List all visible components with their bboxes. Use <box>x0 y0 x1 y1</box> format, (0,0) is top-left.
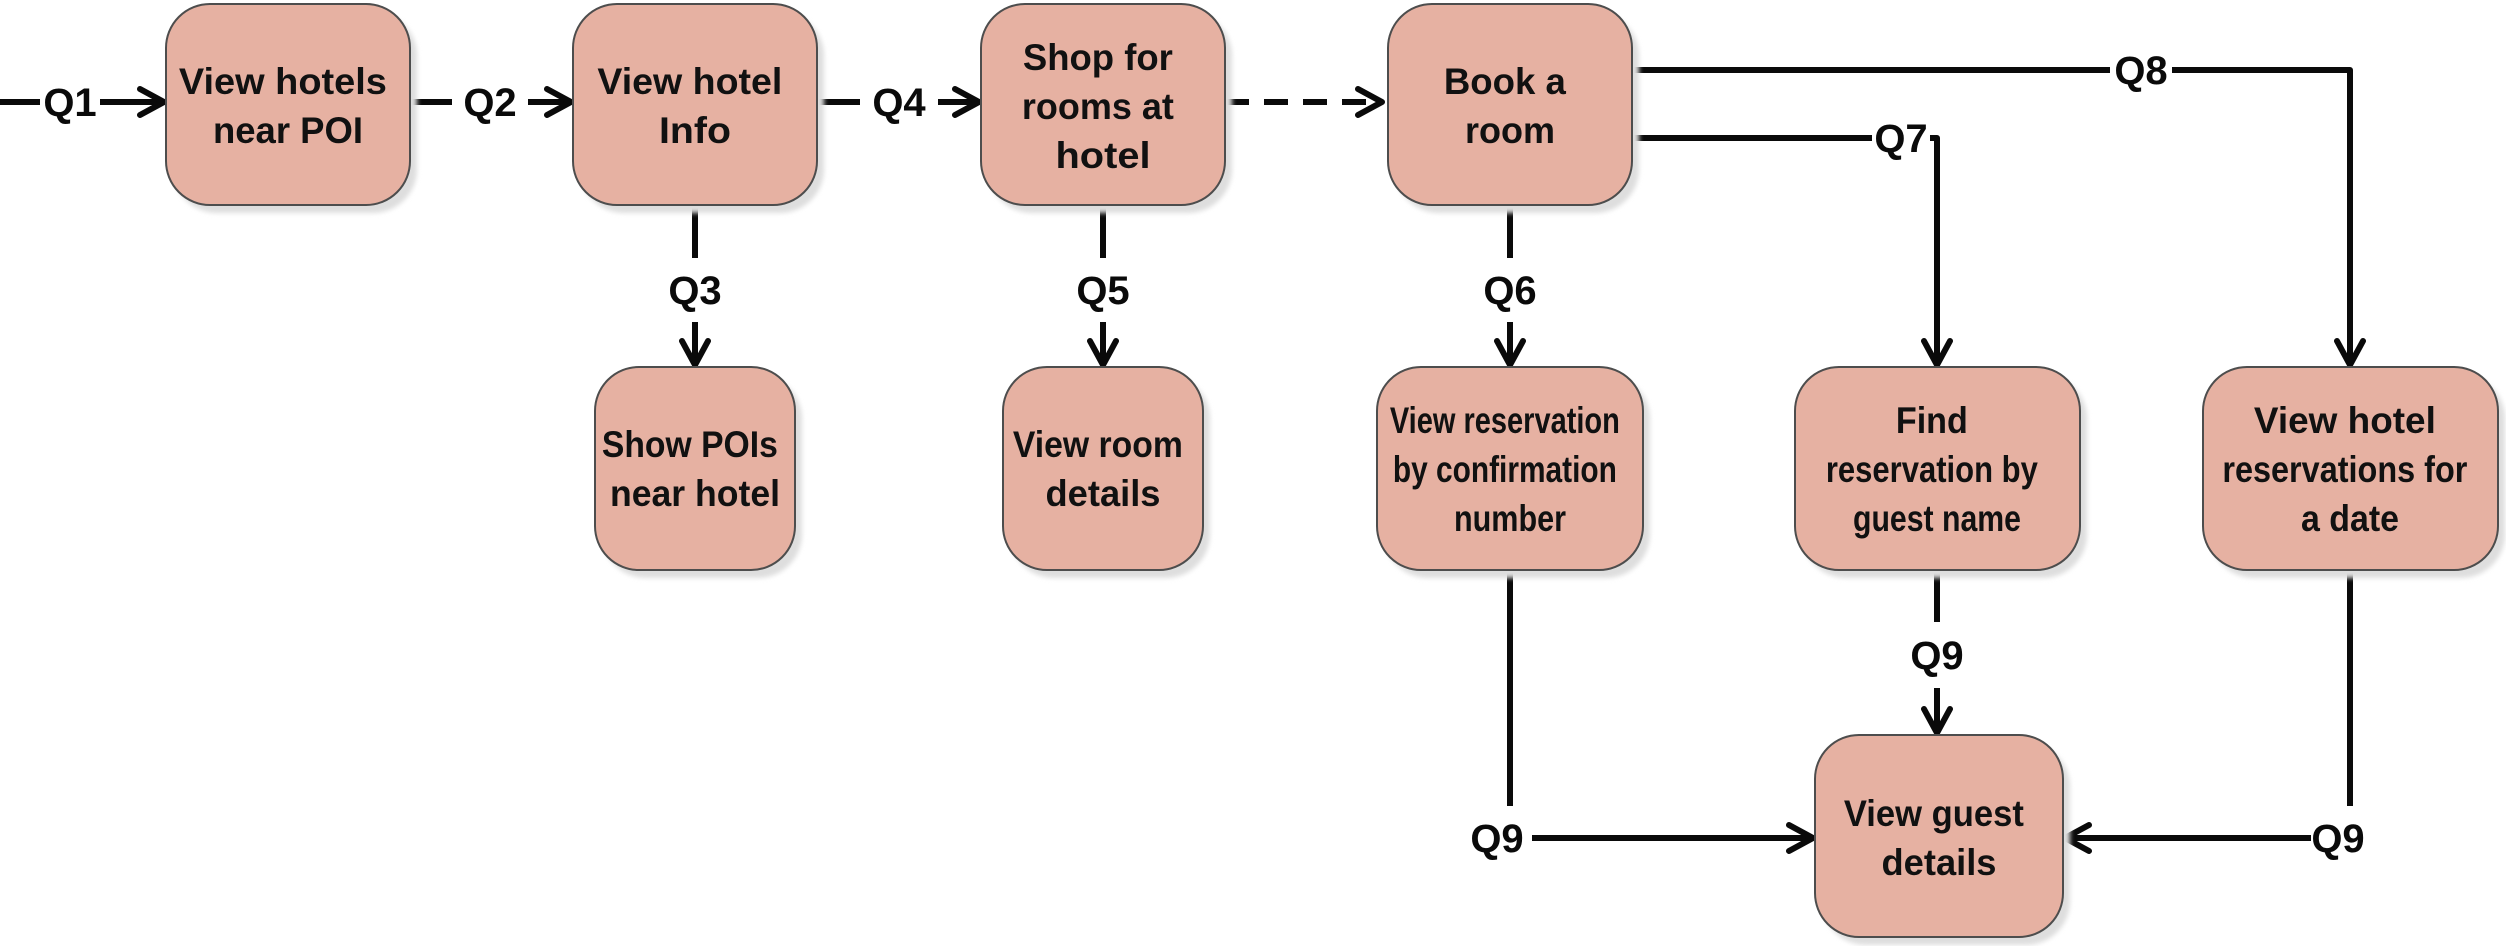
node-text-line: by confirmation <box>1393 449 1617 490</box>
node-show-pois-near-hotel: Show POIs near hotel <box>594 366 802 578</box>
node-text-line: View hotel <box>2254 400 2436 441</box>
node-text-line: room <box>1465 110 1555 151</box>
node-text-line: near POI <box>213 110 363 151</box>
node-view-guest-details: View guest details <box>1814 734 2070 945</box>
edge-label-q7: Q7 <box>1874 117 1927 161</box>
node-label: Find reservation by guest name <box>1826 400 2048 539</box>
node-text-line: Book a <box>1444 61 1566 102</box>
edge-label-q9-guest: Q9 <box>1910 634 1963 678</box>
node-box <box>1376 366 1644 571</box>
node-book-a-room: Book a room <box>1387 3 1639 213</box>
node-text-line: Show POIs <box>602 424 778 465</box>
node-text-line: details <box>1046 473 1161 514</box>
node-label: View hotel Info <box>597 61 792 151</box>
node-view-reservation-by-confirmation-number: View reservation by confirmation number <box>1376 366 1650 578</box>
node-text-line: View guest <box>1844 793 2024 834</box>
edges-layer: Q1 Q2 Q4 Q3 Q5 Q6 Q7 Q8 Q9 <box>0 49 2366 861</box>
nodes-layer: View hotels near POI View hotel Info Sho… <box>165 3 2505 945</box>
node-label: Shop for rooms at hotel <box>1022 37 1184 176</box>
node-label: Book a room <box>1444 61 1576 151</box>
node-view-hotels-near-poi: View hotels near POI <box>165 3 417 213</box>
node-text-line: rooms at <box>1022 86 1174 127</box>
node-text-line: Shop for <box>1023 37 1173 78</box>
node-text-line: View hotel <box>597 61 782 102</box>
node-label: View hotel reservations for a date <box>2222 400 2477 539</box>
node-text-line: View reservation <box>1390 400 1620 441</box>
node-box <box>1002 366 1204 571</box>
edge-label-q1: Q1 <box>43 81 96 125</box>
node-view-hotel-reservations-for-a-date: View hotel reservations for a date <box>2202 366 2505 578</box>
node-find-reservation-by-guest-name: Find reservation by guest name <box>1794 366 2087 578</box>
node-text-line: Info <box>659 110 731 151</box>
node-box <box>1814 734 2064 938</box>
node-text-line: hotel <box>1056 135 1151 176</box>
edge-label-q2: Q2 <box>463 81 516 125</box>
node-box <box>980 3 1226 206</box>
node-view-hotel-info: View hotel Info <box>572 3 824 213</box>
node-box <box>165 3 411 206</box>
node-box <box>2202 366 2499 571</box>
node-text-line: View room <box>1013 424 1183 465</box>
edge-label-q5: Q5 <box>1076 269 1129 313</box>
node-text-line: Find <box>1896 400 1968 441</box>
edge-label-q3: Q3 <box>668 269 721 313</box>
node-text-line: a date <box>2301 498 2399 539</box>
node-text-line: reservations for <box>2222 449 2467 490</box>
node-view-room-details: View room details <box>1002 366 1210 578</box>
edge-label-q9-date: Q9 <box>2311 817 2364 861</box>
node-label: View hotels near POI <box>179 61 397 151</box>
node-text-line: guest name <box>1853 498 2021 539</box>
node-box <box>1794 366 2081 571</box>
node-label: Show POIs near hotel <box>602 424 788 514</box>
edge-q8-line-b <box>2172 67 2366 368</box>
edge-label-q9-confirmation: Q9 <box>1470 817 1523 861</box>
node-label: View guest details <box>1844 793 2034 883</box>
node-text-line: near hotel <box>610 473 780 514</box>
node-box <box>594 366 796 571</box>
edge-label-q8: Q8 <box>2114 49 2167 93</box>
node-label: View room details <box>1013 424 1193 514</box>
node-text-line: reservation by <box>1826 449 2038 490</box>
edge-label-q6: Q6 <box>1483 269 1536 313</box>
node-box <box>572 3 818 206</box>
node-text-line: number <box>1454 498 1566 539</box>
node-box <box>1387 3 1633 206</box>
edge-label-q4: Q4 <box>872 81 926 125</box>
edge-q7-line-b <box>1921 135 1953 368</box>
node-text-line: View hotels <box>179 61 387 102</box>
node-text-line: details <box>1882 842 1997 883</box>
node-label: View reservation by confirmation number <box>1390 400 1630 539</box>
node-shop-for-rooms-at-hotel: Shop for rooms at hotel <box>980 3 1232 213</box>
